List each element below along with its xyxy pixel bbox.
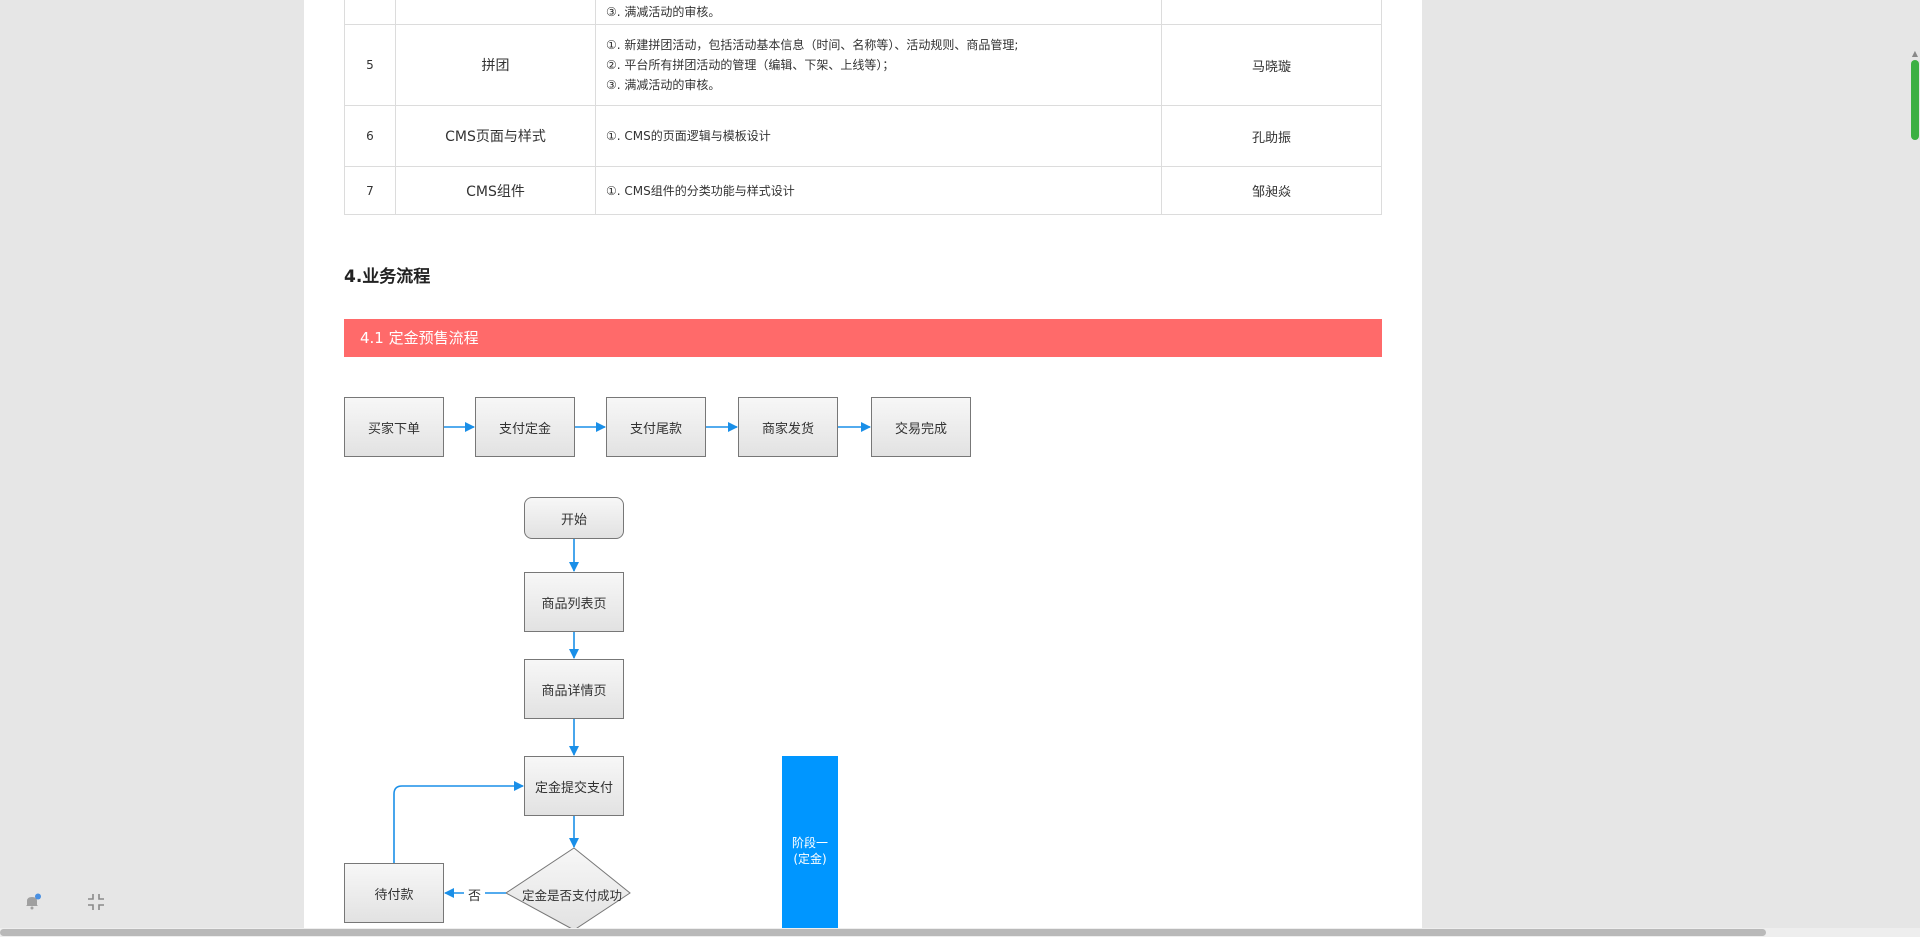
notification-icon[interactable]: [21, 891, 43, 913]
desc-line: ①. CMS的页面逻辑与模板设计: [606, 129, 771, 143]
module-desc: ①. 新建拼团活动，包括活动基本信息（时间、名称等）、活动规则、商品管理; ②.…: [595, 24, 1162, 106]
module-desc: ①. CMS的页面逻辑与模板设计: [595, 105, 1162, 167]
desc-line: ③. 满减活动的审核。: [606, 78, 721, 92]
module-name: CMS页面与样式: [395, 105, 596, 167]
owner: 马晓璇: [1161, 24, 1382, 106]
module-desc: ①. CMS组件的分类功能与样式设计: [595, 166, 1162, 215]
collapse-icon[interactable]: [85, 891, 107, 913]
flow-step: 待付款: [344, 863, 444, 923]
phase-subtitle: (定金): [793, 852, 827, 866]
module-name: CMS组件: [395, 166, 596, 215]
flow-diagram: [393, 422, 871, 931]
flow-start: 开始: [524, 497, 624, 539]
decision-label: 定金是否支付成功: [522, 888, 623, 903]
vertical-scrollbar[interactable]: [1910, 0, 1920, 937]
table-row: 6 CMS页面与样式 ①. CMS的页面逻辑与模板设计 孔助振: [344, 105, 1382, 167]
desc-line: ②. 平台所有拼团活动的管理（编辑、下架、上线等）；: [606, 58, 895, 72]
process-step: 买家下单: [344, 397, 444, 457]
loop-arrow: [393, 781, 524, 863]
process-step: 商家发货: [738, 397, 838, 457]
row-number: 6: [344, 105, 396, 167]
document-page: ③. 满减活动的审核。 5 拼团 ①. 新建拼团活动，包括活动基本信息（时间、名…: [304, 0, 1422, 937]
owner: 邹昶焱: [1161, 166, 1382, 215]
table-row: 5 拼团 ①. 新建拼团活动，包括活动基本信息（时间、名称等）、活动规则、商品管…: [344, 24, 1382, 106]
process-step: 支付尾款: [606, 397, 706, 457]
task-table: ③. 满减活动的审核。 5 拼团 ①. 新建拼团活动，包括活动基本信息（时间、名…: [344, 0, 1382, 215]
flow-step: 商品列表页: [524, 572, 624, 632]
phase-title: 阶段一: [791, 836, 828, 850]
vertical-scroll-thumb[interactable]: [1911, 60, 1919, 140]
process-step: 支付定金: [475, 397, 575, 457]
subsection-banner: 4.1 定金预售流程: [344, 319, 1382, 357]
flow-step: 商品详情页: [524, 659, 624, 719]
scroll-up-icon[interactable]: ▲: [1911, 49, 1919, 58]
row-number: 7: [344, 166, 396, 215]
no-branch-label: 否: [464, 885, 486, 904]
desc-line: ①. 新建拼团活动，包括活动基本信息（时间、名称等）、活动规则、商品管理;: [606, 38, 1019, 52]
flow-step: 定金提交支付: [524, 756, 624, 816]
phase-marker: 阶段一 (定金): [782, 756, 838, 937]
table-row: ③. 满减活动的审核。: [344, 0, 1382, 25]
desc-line: ①. CMS组件的分类功能与样式设计: [606, 183, 795, 198]
owner: [1161, 0, 1382, 25]
process-step: 交易完成: [871, 397, 971, 457]
horizontal-scroll-thumb[interactable]: [0, 929, 1766, 936]
section-title: 4.业务流程: [344, 267, 431, 287]
desc-line: ③. 满减活动的审核。: [606, 4, 721, 19]
table-row: 7 CMS组件 ①. CMS组件的分类功能与样式设计 邹昶焱: [344, 166, 1382, 215]
